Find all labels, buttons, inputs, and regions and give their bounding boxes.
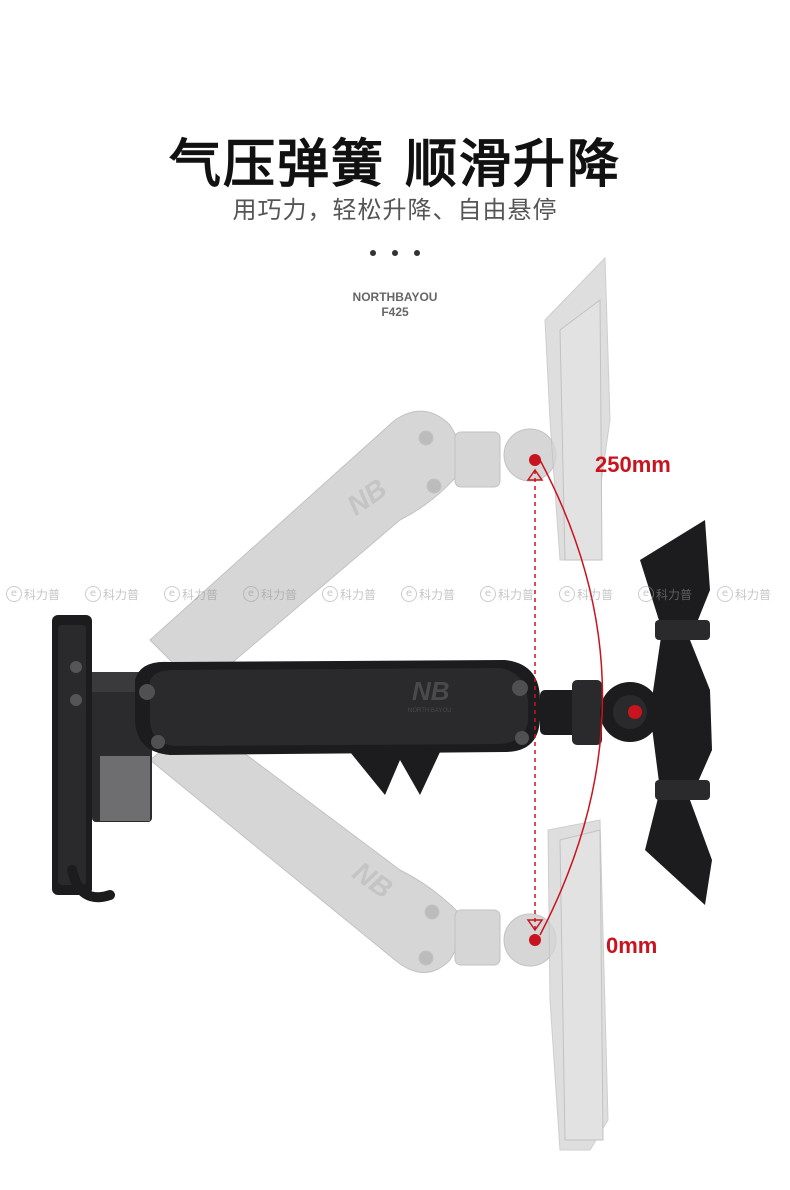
dot bbox=[414, 250, 420, 256]
watermark-icon: e bbox=[480, 586, 496, 602]
main-arm-logo: NB NORTH BAYOU bbox=[408, 676, 451, 714]
watermark-icon: e bbox=[559, 586, 575, 602]
main-arm bbox=[135, 660, 540, 795]
height-label-max: 250mm bbox=[595, 452, 671, 477]
ghost-arm-upper bbox=[149, 256, 611, 691]
vesa-plate bbox=[640, 520, 712, 905]
svg-text:NB: NB bbox=[412, 676, 450, 706]
dot bbox=[370, 250, 376, 256]
svg-text:NORTH BAYOU: NORTH BAYOU bbox=[408, 708, 451, 714]
separator-dots bbox=[370, 250, 420, 258]
watermark-icon: e bbox=[322, 586, 338, 602]
watermark-icon: e bbox=[6, 586, 22, 602]
wall-plate bbox=[52, 615, 115, 903]
page-title: 气压弹簧 顺滑升降 bbox=[168, 135, 622, 195]
watermark-icon: e bbox=[638, 586, 654, 602]
brand-model: NORTHBAYOU F425 bbox=[295, 290, 495, 320]
watermark-icon: e bbox=[717, 586, 733, 602]
dot bbox=[392, 250, 398, 256]
page-subtitle: 用巧力，轻松升降、自由悬停 bbox=[232, 196, 558, 224]
model-number: F425 bbox=[381, 305, 409, 319]
watermark-icon: e bbox=[243, 586, 259, 602]
watermark-icon: e bbox=[85, 586, 101, 602]
height-label-min: 0mm bbox=[606, 933, 658, 958]
height-indicator bbox=[526, 454, 604, 946]
watermark-icon: e bbox=[401, 586, 417, 602]
tilt-joint bbox=[540, 680, 660, 745]
brand-name: NORTHBAYOU bbox=[352, 290, 438, 304]
watermark-icon: e bbox=[164, 586, 180, 602]
